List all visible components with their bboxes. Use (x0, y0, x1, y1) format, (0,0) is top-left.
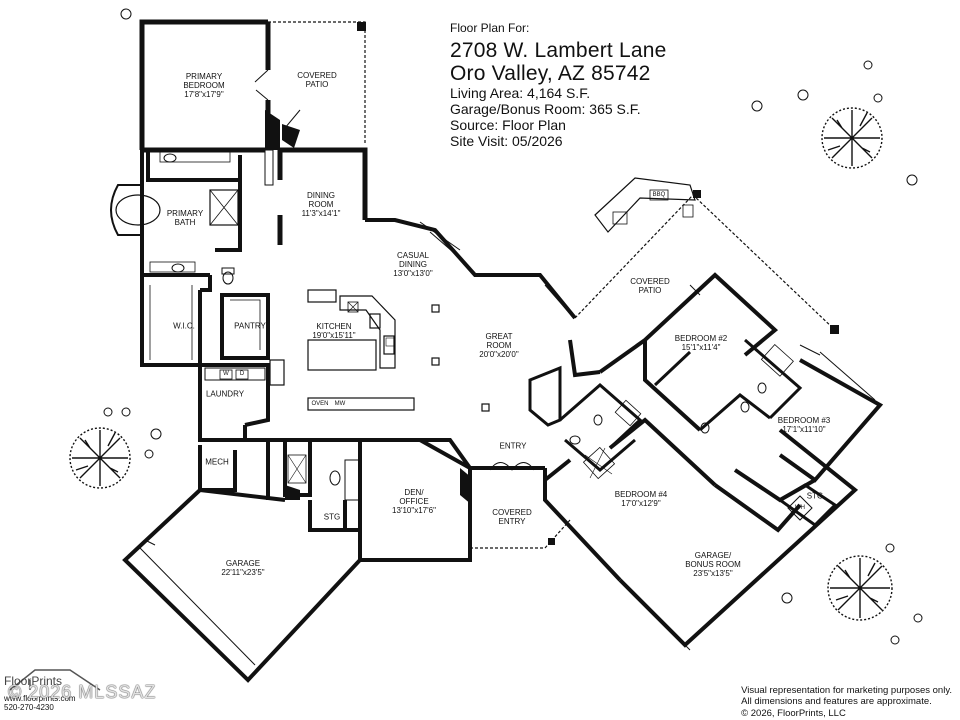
room-den-office: Den/Office13'10"x17'6" (392, 488, 436, 516)
covered-patio-right-outline (574, 194, 836, 331)
tree-decorations (69, 8, 923, 645)
bathtub (115, 194, 161, 226)
address-line-1: 2708 W. Lambert Lane (450, 39, 667, 62)
den-walls (360, 438, 472, 562)
room-bedroom-3: Bedroom #317'1"x11'10" (777, 415, 831, 434)
room-covered-patio-top: CoveredPatio (297, 70, 337, 89)
garage-walls (122, 488, 362, 683)
laundry-walls (198, 363, 270, 492)
disclaimer: Visual representation for marketing purp… (741, 685, 952, 719)
room-pantry: Pantry (234, 321, 266, 331)
source: Source: Floor Plan (450, 117, 566, 133)
room-bedroom-4: Bedroom #417'0"x12'9" (614, 489, 668, 508)
address-line-2: Oro Valley, AZ 85742 (450, 62, 651, 85)
great-room-columns (431, 304, 490, 412)
logo-name: FloorPrints (4, 674, 63, 688)
wic-walls (140, 275, 212, 367)
room-garage-bonus: Garage/Bonus Room23'5"x13'5" (685, 551, 741, 579)
disclaimer-line-3: © 2026, FloorPrints, LLC (741, 707, 846, 719)
room-entry: Entry (499, 441, 527, 451)
living-area: Living Area: 4,164 S.F. (450, 85, 591, 101)
patio-post (357, 22, 366, 31)
fixture-washer: W (223, 371, 229, 377)
room-storage-left: STG (323, 512, 341, 522)
room-dining: DiningRoom11'3"x14'1" (301, 191, 341, 219)
garage-bonus-walls (618, 428, 859, 648)
floor-plan-header: Floor Plan For: 2708 W. Lambert Lane Oro… (450, 22, 666, 150)
logo-url: www.floorprints.com (4, 694, 76, 703)
room-covered-patio-right: CoveredPatio (630, 276, 670, 295)
room-bedroom-2: Bedroom #215'1"x11'4" (674, 333, 728, 352)
room-wic: W.I.C. (173, 321, 195, 331)
site-visit: Site Visit: 05/2026 (450, 133, 563, 149)
dining-room-walls (277, 147, 368, 245)
garage-area: Garage/Bonus Room: 365 S.F. (450, 101, 641, 117)
bbq-counter (594, 177, 696, 233)
fixture-oven: OVEN (311, 401, 329, 407)
room-casual-dining: CasualDining13'0"x13'0" (393, 251, 433, 279)
logo-house-icon (9, 669, 101, 691)
room-storage-right: STG (806, 491, 824, 501)
wall-fill-2 (282, 124, 300, 148)
patio-post-2 (830, 325, 839, 334)
room-great-room: GreatRoom20'0"x20'0" (479, 332, 519, 360)
floorprints-logo: FloorPrints www.floorprints.com 520-270-… (4, 656, 114, 712)
fixture-microwave: MW (334, 401, 346, 407)
room-primary-bath: PrimaryBath (166, 208, 204, 227)
tree-top-right (821, 107, 883, 169)
tub-bay (110, 184, 142, 236)
tree-left (69, 427, 131, 489)
fixture-dryer: D (239, 371, 245, 377)
header-intro: Floor Plan For: (450, 21, 530, 35)
kitchen-counters (269, 289, 415, 411)
room-mech: Mech (205, 457, 229, 467)
fixture-bbq: BBQ (652, 192, 666, 198)
logo-phone: 520-270-4230 (4, 703, 54, 712)
disclaimer-line-1: Visual representation for marketing purp… (741, 685, 952, 696)
room-garage: Garage22'11"x23'5" (221, 558, 265, 577)
room-primary-bedroom: PrimaryBedroom17'8"x17'9" (183, 72, 225, 100)
tree-bottom-right (827, 555, 893, 621)
wall-fill-1 (265, 110, 280, 150)
room-kitchen: Kitchen19'0"x15'11" (312, 321, 356, 340)
covered-entry-outline (470, 519, 571, 549)
pantry-walls (220, 293, 270, 360)
room-laundry: Laundry (205, 389, 245, 399)
fireplace (528, 365, 562, 427)
mls-watermark: © 2026 MLSSAZ (8, 682, 157, 702)
fixture-water-heater: WH (795, 505, 805, 511)
room-covered-entry: CoveredEntry (492, 507, 532, 526)
disclaimer-line-2: All dimensions and features are approxim… (741, 696, 932, 708)
